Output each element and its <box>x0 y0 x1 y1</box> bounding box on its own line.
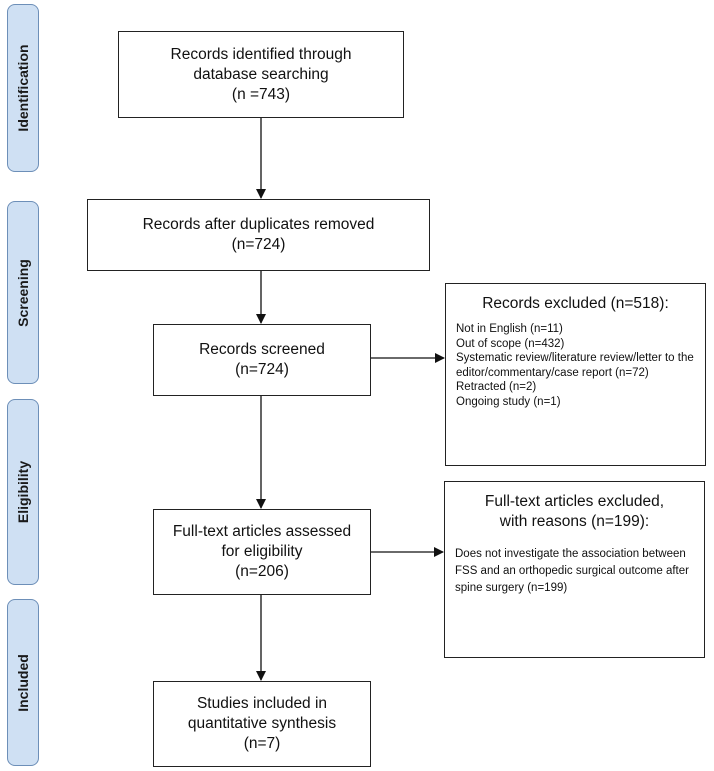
records-screened-count: (n=724) <box>235 361 289 378</box>
records-identified-line-2: database searching <box>193 65 329 83</box>
fulltext-assessed-box: Full-text articles assessed for eligibil… <box>153 509 371 595</box>
fulltext-assessed-line-2: for eligibility <box>221 543 303 560</box>
phase-screening: Screening <box>7 201 39 384</box>
records-excluded-item: Ongoing study (n=1) <box>456 395 561 408</box>
records-screened-box: Records screened (n=724) <box>153 324 371 396</box>
fulltext-assessed-line-1: Full-text articles assessed <box>172 523 352 540</box>
duplicates-removed-count: (n=724) <box>231 236 286 253</box>
fulltext-excluded-title: Full-text articles excluded, with reason… <box>455 492 694 532</box>
fulltext-excluded-item: Does not investigate the association bet… <box>455 548 689 594</box>
records-identified-count: (n =743) <box>231 85 291 103</box>
duplicates-removed-line-1: Records after duplicates removed <box>142 216 375 233</box>
records-excluded-item: Out of scope (n=432) <box>456 337 565 350</box>
fulltext-excluded-title-line-2: with reasons (n=199): <box>499 513 650 530</box>
phase-eligibility: Eligibility <box>7 399 39 585</box>
duplicates-removed-box: Records after duplicates removed (n=724) <box>87 199 430 271</box>
studies-included-line-1: Studies included in <box>196 695 328 712</box>
records-identified-line-1: Records identified through <box>170 45 352 63</box>
records-excluded-item: Retracted (n=2) <box>456 381 537 393</box>
studies-included-count: (n=7) <box>243 735 281 752</box>
records-excluded-item: Systematic review/literature review/lett… <box>456 352 694 379</box>
fulltext-excluded-box: Full-text articles excluded, with reason… <box>444 481 705 658</box>
fulltext-assessed-count: (n=206) <box>235 563 289 580</box>
fulltext-excluded-title-line-1: Full-text articles excluded, <box>484 493 665 510</box>
studies-included-box: Studies included in quantitative synthes… <box>153 681 371 767</box>
records-screened-line-1: Records screened <box>199 341 325 358</box>
studies-included-line-2: quantitative synthesis <box>187 715 337 732</box>
records-excluded-item: Not in English (n=11) <box>456 323 563 335</box>
phase-included: Included <box>7 599 39 766</box>
records-identified-box: Records identified through database sear… <box>118 31 404 118</box>
records-excluded-box: Records excluded (n=518): Not in English… <box>445 283 706 466</box>
records-excluded-title: Records excluded (n=518): <box>482 295 669 312</box>
phase-identification: Identification <box>7 4 39 172</box>
